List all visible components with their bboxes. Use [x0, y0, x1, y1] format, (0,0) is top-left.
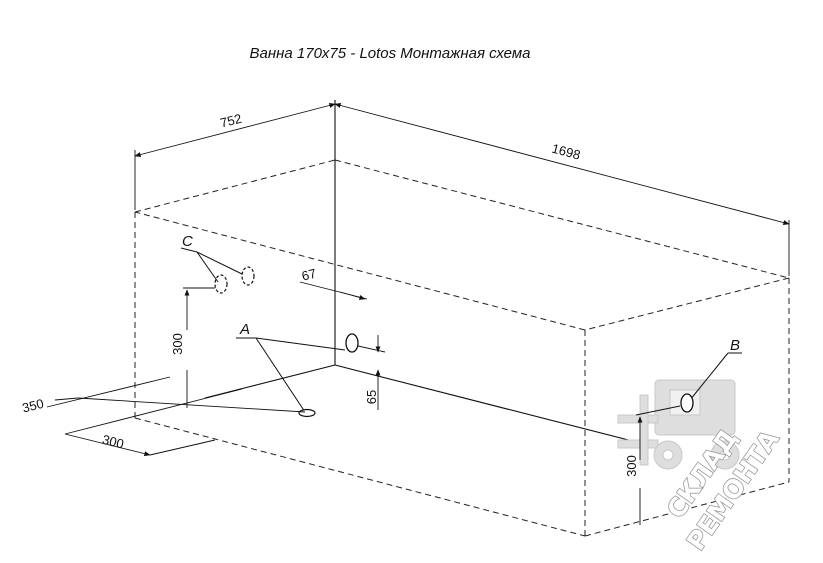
dimension-lines-top	[134, 102, 790, 276]
b-height-label: 300	[624, 455, 639, 477]
b-height-dimension	[635, 405, 681, 525]
drain-hole-marker	[345, 333, 359, 353]
width-dimension-label: 752	[219, 111, 244, 131]
marker-a-leaders	[236, 337, 346, 413]
floor-offset-label: 350	[21, 396, 46, 416]
drain-dimensions	[299, 281, 386, 410]
marker-c-leaders	[180, 247, 243, 283]
c-height-label: 300	[170, 333, 185, 355]
drain-offset-label: 67	[300, 266, 318, 284]
length-dimension-label: 1698	[550, 141, 582, 163]
forklift-watermark-icon	[617, 379, 740, 470]
marker-b-label: B	[730, 337, 740, 354]
floor-outlet-marker	[298, 408, 316, 418]
marker-a-label: A	[239, 321, 250, 338]
faucet-right-marker	[241, 266, 255, 286]
floor-dimensions	[46, 376, 306, 457]
faucet-left-marker	[214, 274, 228, 294]
c-height-dimension	[183, 287, 215, 408]
floor-width-label: 300	[101, 432, 126, 452]
marker-c-label: C	[182, 233, 193, 250]
marker-b-leaders	[689, 352, 742, 401]
drain-height-label: 65	[364, 390, 379, 404]
overflow-marker	[680, 393, 694, 413]
diagram-title: Ванна 170x75 - Lotos Монтажная схема	[250, 45, 531, 62]
